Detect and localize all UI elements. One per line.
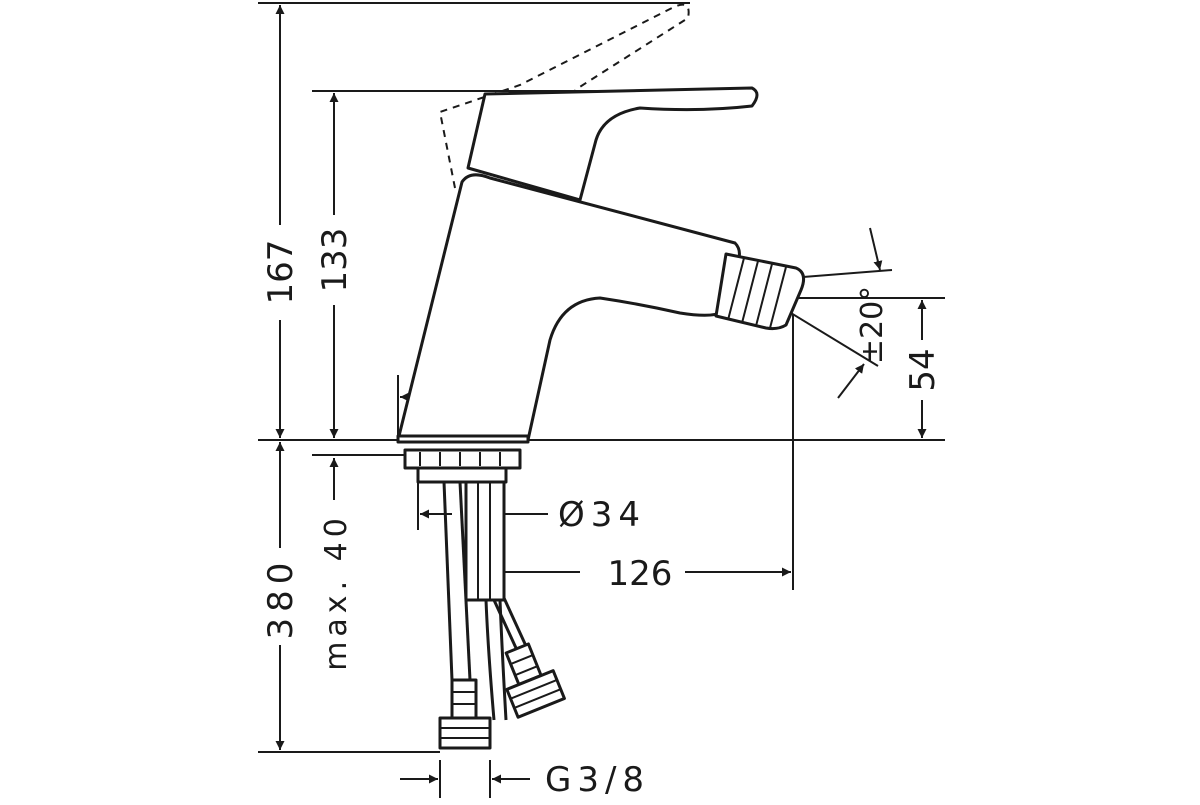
hose-middle	[484, 599, 496, 721]
dimension-thread-label: G3/8	[545, 760, 650, 800]
dimension-126-label: 126	[608, 554, 673, 594]
hose-fitting-right	[504, 642, 566, 719]
dimension-54: 54	[903, 300, 943, 438]
lever-raised-outline	[438, 3, 690, 189]
dimension-angle: ±20°	[739, 227, 893, 399]
dimension-380: 380	[261, 442, 301, 750]
dimension-max-40-label: max. 40	[319, 513, 354, 671]
base-plate	[396, 434, 530, 444]
dimension-380-label: 380	[261, 557, 301, 640]
mounting-washer	[416, 466, 508, 484]
threaded-shank	[464, 480, 506, 602]
faucet	[396, 3, 806, 444]
hose-left	[442, 481, 454, 681]
hose-nut-left	[438, 716, 492, 750]
reference-lines	[258, 2, 945, 798]
dimension-angle-label: ±20°	[855, 286, 890, 364]
spout-nozzle	[714, 252, 806, 331]
dimension-133-label: 133	[315, 228, 355, 293]
hose-right	[492, 599, 518, 649]
mounting-nut	[403, 448, 522, 470]
dimension-max-40: max. 40	[319, 458, 354, 671]
supply-hoses	[438, 481, 566, 750]
dimension-diameter-34-label: Ø34	[558, 495, 646, 535]
faucet-body	[396, 173, 741, 442]
dimension-54-label: 54	[903, 348, 943, 391]
dimension-126: 126	[466, 554, 791, 594]
dimension-167-label: 167	[261, 240, 301, 305]
lever-handle	[466, 86, 759, 202]
dimension-thread-g38: G3/8	[400, 760, 650, 800]
dimension-133: 133	[315, 93, 355, 438]
hose-fitting-left	[450, 678, 478, 720]
dimension-167: 167	[261, 5, 301, 438]
dimension-diameter-34: Ø34	[420, 495, 646, 535]
mounting-hardware	[403, 448, 522, 602]
